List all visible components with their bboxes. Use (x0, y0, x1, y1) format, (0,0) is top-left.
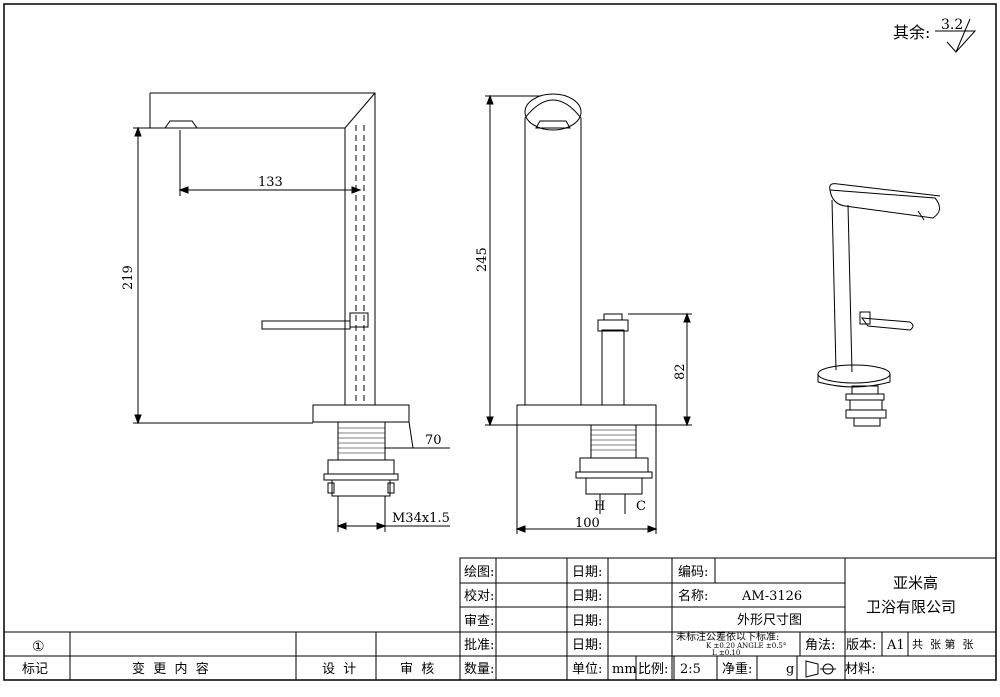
tb-date-2: 日期: (572, 589, 602, 604)
rev-mark: ① (32, 639, 45, 655)
tb-date-1: 日期: (572, 565, 602, 580)
tb-date-4: 日期: (572, 638, 602, 653)
tb-ratio-value: 2:5 (680, 662, 701, 677)
rev-col-mark: 标记 (22, 662, 48, 677)
roughness-label: 其余: (893, 23, 930, 42)
isometric-view (817, 183, 941, 427)
tb-model: AM-3126 (741, 589, 802, 604)
tb-date-3: 日期: (572, 614, 602, 629)
iso-spout (829, 189, 940, 219)
tb-company-line-2: 卫浴有限公司 (866, 598, 956, 616)
tb-sheets: 共 张 第 张 (912, 637, 973, 651)
rev-col-audit: 审 核 (400, 662, 434, 677)
tb-version-value: A1 (886, 638, 905, 653)
tb-review: 审查: (464, 614, 494, 629)
tb-material: 材料: (845, 662, 875, 677)
front-base-plate (516, 404, 657, 426)
tb-drawing-name: 外形尺寸图 (737, 613, 802, 628)
dim-245: 245 (475, 247, 490, 272)
front-lever-stem (601, 329, 625, 406)
label-hot: H (594, 499, 605, 514)
label-cold: C (636, 499, 646, 514)
tb-unit: 单位: (572, 662, 602, 677)
tb-ratio: 比例: (638, 662, 668, 677)
tb-check: 校对: (464, 588, 494, 604)
dim-82: 82 (673, 363, 688, 380)
rev-col-change: 变 更 内 容 (132, 661, 209, 677)
tb-company-line-1: 亚米高 (893, 574, 938, 592)
tb-draw: 绘图: (464, 565, 494, 580)
dim-100: 100 (575, 516, 600, 531)
lock-nut (327, 459, 395, 475)
dim-133: 133 (258, 175, 283, 190)
tb-unit-value: mm (612, 662, 637, 677)
dim-219: 219 (121, 265, 136, 290)
rev-col-design: 设 计 (322, 662, 356, 677)
spout-outline (149, 92, 376, 405)
tb-weight-unit: g (786, 662, 794, 677)
front-body (524, 99, 582, 405)
projection-symbol (805, 660, 819, 678)
iso-body (831, 199, 853, 373)
tb-tolerance: 未标注公差依以下标准: (676, 630, 779, 643)
tb-projection: 角法: (805, 638, 835, 653)
iso-lever (860, 317, 914, 331)
iso-base (817, 364, 891, 384)
dim-70: 70 (425, 433, 442, 448)
side-view (133, 92, 450, 532)
drawing-border (3, 3, 997, 681)
tb-tolerance-row-1: K ±0.20 ANGLE ±0.5° (706, 642, 786, 650)
tb-quantity: 数量: (464, 662, 494, 677)
aerator (164, 120, 198, 129)
front-view (485, 93, 692, 534)
title-block (3, 557, 997, 681)
roughness-symbol (935, 30, 977, 53)
front-spout-cap (524, 93, 582, 131)
lever-handle (261, 320, 351, 330)
roughness-value: 3.2 (941, 17, 963, 33)
tb-tolerance-row-2: L ±0.10 (712, 649, 740, 657)
tb-code: 编码: (678, 565, 708, 580)
dim-thread: M34x1.5 (392, 511, 450, 526)
tb-approve: 批准: (464, 638, 494, 653)
tb-version: 版本: (846, 638, 876, 653)
tb-net-weight: 净重: (722, 661, 752, 677)
roughness-note: 其余: 3.2 (893, 17, 977, 53)
tb-name: 名称: (678, 588, 708, 604)
base-plate (312, 404, 410, 423)
